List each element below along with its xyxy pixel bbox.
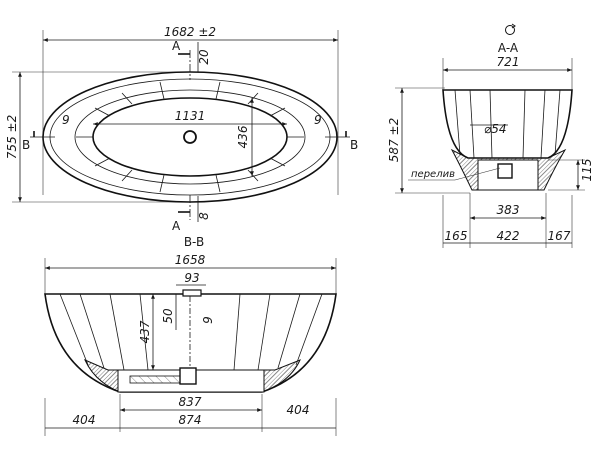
dim-rim-bottom: 8 xyxy=(197,212,211,220)
overflow-label: перелив xyxy=(411,169,455,180)
side-ribs xyxy=(454,89,561,159)
front-drain-pipe xyxy=(129,375,181,384)
front-drain-top xyxy=(182,289,202,297)
dim-side-offset-left: 165 xyxy=(445,229,468,243)
dim-base-inner: 837 xyxy=(179,395,202,409)
side-drain-trap xyxy=(497,163,513,179)
dim-width: 755 ±2 xyxy=(5,115,19,159)
front-ribs xyxy=(59,293,323,371)
front-drain-trap xyxy=(179,367,197,385)
dim-side-height: 587 ±2 xyxy=(387,118,401,162)
overflow-leader-2 xyxy=(454,167,501,181)
dim-front-offset-right: 404 xyxy=(287,403,310,417)
dim-inner-length: 1131 xyxy=(175,109,206,123)
rotate-icon xyxy=(505,23,516,35)
section-a-label-bottom: A xyxy=(172,219,181,233)
section-b-label-right: B xyxy=(350,138,358,152)
dim-rim-top: 20 xyxy=(197,49,211,65)
dim-side-offset-right: 167 xyxy=(548,229,571,243)
dim-foot-height: 115 xyxy=(580,159,594,182)
dim-drain-diameter: ⌀54 xyxy=(484,122,507,136)
dim-drain-width: 93 xyxy=(184,271,199,285)
side-view: A-A 721 587 ±2 ⌀54 перелив xyxy=(387,23,594,248)
dim-front-length: 1658 xyxy=(175,253,206,267)
dim-drain-value: 54 xyxy=(491,122,506,136)
side-view-title: A-A xyxy=(498,41,519,55)
front-view-title: B-B xyxy=(184,235,204,249)
dim-drain-depth: 50 xyxy=(161,308,175,324)
side-bath-body xyxy=(442,89,573,159)
tub-segment-ring xyxy=(74,89,306,185)
top-view: 1682 ±2 755 ±2 xyxy=(5,25,358,233)
dim-base-outer: 874 xyxy=(179,413,202,427)
dim-rim-side-left: 9 xyxy=(62,113,70,127)
dim-rim-side-right: 9 xyxy=(314,113,322,127)
dim-front-rim: 9 xyxy=(201,316,215,324)
dim-length: 1682 ±2 xyxy=(164,25,216,39)
dim-front-offset-left: 404 xyxy=(73,413,96,427)
drain-hole xyxy=(183,130,197,144)
front-view: B-B 1658 93 437 50 9 xyxy=(44,235,337,436)
dim-side-width: 721 xyxy=(497,55,520,69)
section-b-label-left: B xyxy=(22,138,30,152)
dim-side-center: 422 xyxy=(497,229,520,243)
dim-base-width: 383 xyxy=(497,203,520,217)
dim-depth: 437 xyxy=(138,320,152,343)
section-a-label-top: A xyxy=(172,39,181,53)
dim-inner-width: 436 xyxy=(236,125,250,148)
